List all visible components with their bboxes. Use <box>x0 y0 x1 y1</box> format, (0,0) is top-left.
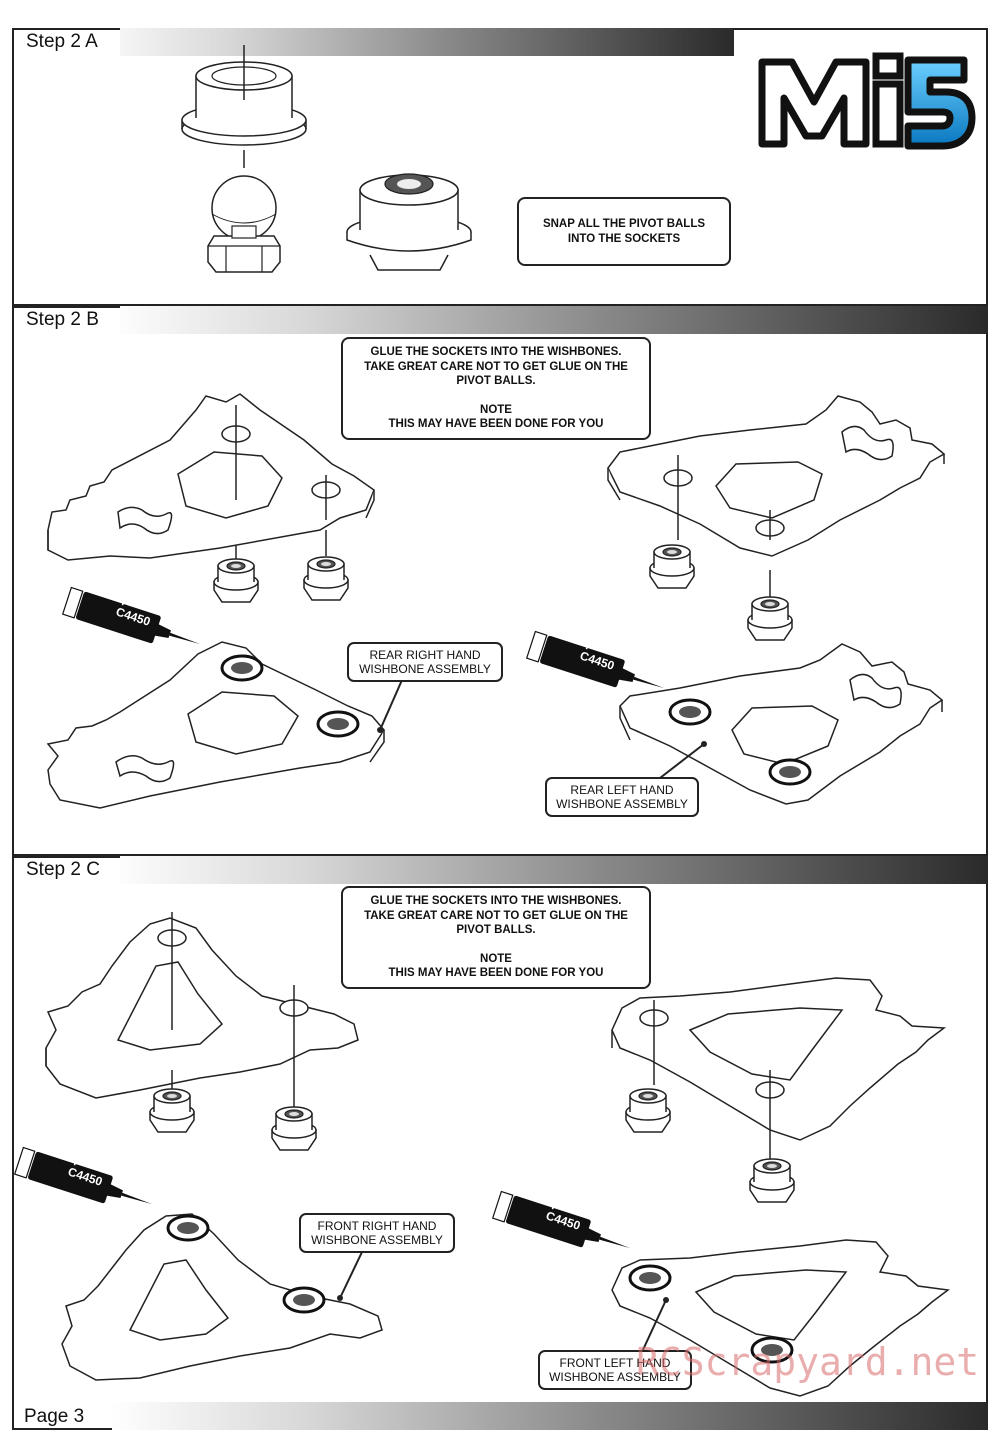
step-tab <box>12 856 120 884</box>
step-2b-title: Step 2 B <box>26 309 99 330</box>
socket-top <box>181 45 307 168</box>
note-line: PIVOT BALLS. <box>456 375 536 388</box>
label-line: REAR RIGHT HAND <box>369 648 481 662</box>
note-heading: NOTE <box>480 403 512 416</box>
label-line: WISHBONE ASSEMBLY <box>549 1370 681 1384</box>
label-line: WISHBONE ASSEMBLY <box>311 1233 443 1247</box>
step-2b-header: Step 2 B <box>12 306 988 334</box>
note-line: GLUE THE SOCKETS INTO THE WISHBONES. <box>370 346 622 359</box>
page-tab <box>12 1402 112 1430</box>
step-2a-note: SNAP ALL THE PIVOT BALLS INTO THE SOCKET… <box>517 197 731 266</box>
page-footer: Page 3 <box>12 1402 988 1430</box>
note-line: INTO THE SOCKETS <box>567 232 681 245</box>
wishbone-front-left-assembled <box>611 1239 950 1397</box>
step-tab <box>12 306 120 334</box>
note-line: TAKE GREAT CARE NOT TO GET GLUE ON THE <box>364 909 628 922</box>
label-line: WISHBONE ASSEMBLY <box>359 662 491 676</box>
wishbone-rear-left-assembled <box>619 643 944 805</box>
note-line: THIS MAY HAVE BEEN DONE FOR YOU <box>388 967 604 980</box>
note-line: THIS MAY HAVE BEEN DONE FOR YOU <box>388 418 604 431</box>
wishbone-rear-left-exploded <box>607 395 946 557</box>
step-2c-header: Step 2 C <box>12 856 988 884</box>
step-2a-header: Step 2 A <box>12 28 734 56</box>
label-line: WISHBONE ASSEMBLY <box>556 797 688 811</box>
front-right-label: FRONT RIGHT HAND WISHBONE ASSEMBLY <box>299 1213 455 1253</box>
page-number: Page 3 <box>24 1406 85 1427</box>
label-line: FRONT LEFT HAND <box>559 1356 671 1370</box>
rear-right-label: REAR RIGHT HAND WISHBONE ASSEMBLY <box>347 642 503 682</box>
watermark: RCScrapyard.net <box>636 1340 980 1384</box>
label-line: FRONT RIGHT HAND <box>317 1219 437 1233</box>
wishbone-front-right-assembled <box>61 1213 383 1381</box>
note-line: GLUE THE SOCKETS INTO THE WISHBONES. <box>370 895 622 908</box>
mi5-logo <box>758 52 976 150</box>
step-2b-note: GLUE THE SOCKETS INTO THE WISHBONES. TAK… <box>341 337 651 440</box>
wishbone-rear-right-exploded <box>47 393 375 561</box>
step-tab <box>12 28 120 56</box>
pivot-ball <box>207 175 281 273</box>
note-line: TAKE GREAT CARE NOT TO GET GLUE ON THE <box>364 360 628 373</box>
wishbone-front-right-exploded <box>45 917 359 1099</box>
note-heading: NOTE <box>480 952 512 965</box>
label-line: REAR LEFT HAND <box>570 783 674 797</box>
step-2a-title: Step 2 A <box>26 31 98 52</box>
note-line: PIVOT BALLS. <box>456 924 536 937</box>
step-2c-note: GLUE THE SOCKETS INTO THE WISHBONES. TAK… <box>341 886 651 989</box>
rear-left-label: REAR LEFT HAND WISHBONE ASSEMBLY <box>545 777 699 817</box>
assembled-socket <box>346 173 472 271</box>
step-2c-title: Step 2 C <box>26 859 100 880</box>
wishbone-rear-right-assembled <box>46 641 385 809</box>
front-left-label: FRONT LEFT HAND WISHBONE ASSEMBLY <box>538 1350 692 1390</box>
note-line: SNAP ALL THE PIVOT BALLS <box>542 218 706 230</box>
